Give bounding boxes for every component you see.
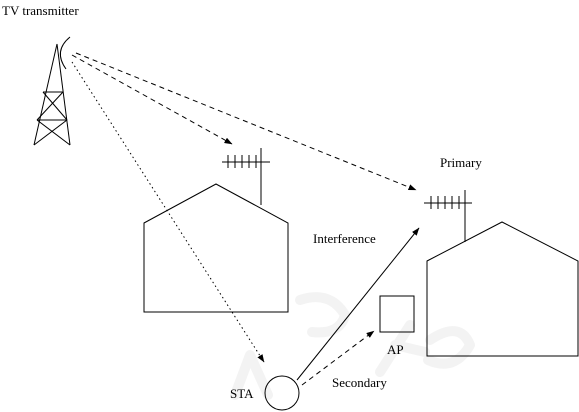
- sta-label: STA: [230, 386, 254, 401]
- tv-signal-to-sta-arrow: [72, 62, 264, 362]
- right-house-antenna-icon: [424, 190, 472, 242]
- ap-label: AP: [387, 342, 404, 357]
- interference-label: Interference: [313, 231, 376, 246]
- tv-transmitter-label: TV transmitter: [2, 3, 79, 18]
- primary-label: Primary: [440, 155, 482, 170]
- tv-signal-to-primary-arrow: [76, 53, 416, 190]
- tv-signal-to-left-antenna-arrow: [72, 55, 232, 144]
- secondary-label: Secondary: [332, 375, 387, 390]
- left-house: [144, 184, 288, 312]
- tv-transmitter-tower-icon: [34, 37, 70, 145]
- interference-arrow: [297, 228, 419, 380]
- left-house-antenna-icon: [222, 148, 270, 205]
